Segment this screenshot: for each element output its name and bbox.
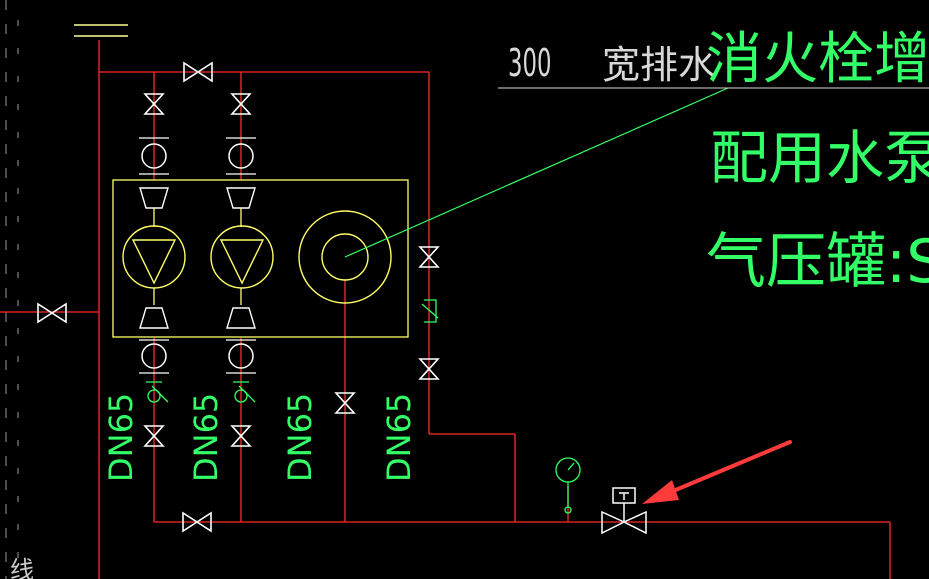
edge-text: 线 <box>10 556 34 579</box>
title-number-text: 300 <box>508 42 552 86</box>
pump-unit-frame[interactable] <box>112 179 409 338</box>
highlight-arrow-icon <box>642 440 792 504</box>
title-green-text: 消火栓增压 <box>706 27 929 92</box>
pump2-reducer-icon <box>226 187 256 209</box>
pipes <box>0 40 891 579</box>
pump-2-icon[interactable] <box>210 225 274 289</box>
leader-line <box>344 87 729 258</box>
pump1-lower-reducer-icon <box>139 307 169 329</box>
title-white-text: 宽排水 <box>602 43 716 87</box>
right-green-check-icon[interactable] <box>421 299 439 323</box>
pipe-label-3: DN65 <box>281 393 319 482</box>
pressure-gauge-icon[interactable] <box>555 457 581 514</box>
pipe-label-4: DN65 <box>380 393 418 482</box>
pump-1-triangle <box>131 239 177 285</box>
pump1-check-valve-icon[interactable] <box>141 143 167 169</box>
pump1-lower-joint-icon[interactable] <box>141 343 167 369</box>
pressure-tank-inner <box>321 233 369 281</box>
pump1-green-check-icon[interactable] <box>147 389 161 403</box>
pipe-label-1: DN65 <box>102 393 140 482</box>
pump2-green-check-icon[interactable] <box>234 389 248 403</box>
left-branch-gate-valve-icon[interactable] <box>37 303 67 323</box>
pump-spec-text: 配用水泵(一 <box>710 124 929 192</box>
electric-valve-icon[interactable] <box>601 487 647 535</box>
pump2-check-valve-icon[interactable] <box>228 143 254 169</box>
pump2-lower-joint-icon[interactable] <box>228 343 254 369</box>
roof-level-marker <box>74 24 128 37</box>
pump-2-triangle <box>219 239 265 285</box>
pipe-label-2: DN65 <box>187 393 225 482</box>
pressure-tank-icon[interactable] <box>298 210 392 304</box>
pump1-reducer-icon <box>139 187 169 209</box>
pump-1-icon[interactable] <box>122 225 186 289</box>
tank-spec-text: 气压罐:SQ <box>706 227 929 297</box>
pump2-lower-reducer-icon <box>226 307 256 329</box>
